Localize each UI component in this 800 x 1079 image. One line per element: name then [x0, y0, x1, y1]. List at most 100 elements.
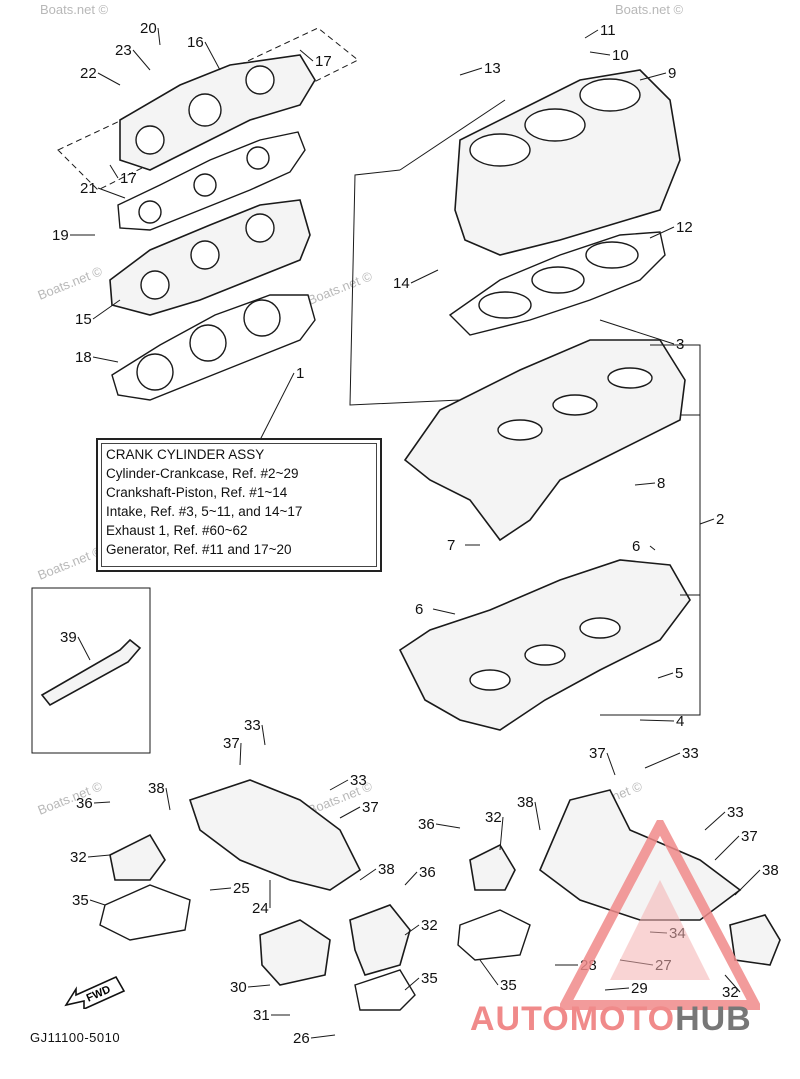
info-box-inner-border [101, 443, 377, 567]
callout-number: 36 [419, 864, 436, 881]
callout-number: 6 [415, 601, 423, 618]
watermark: Boats.net © [306, 268, 375, 308]
callout-number: 38 [517, 794, 534, 811]
callout-number: 33 [682, 745, 699, 762]
callout-leader-line [657, 672, 674, 679]
callout-leader-line [92, 356, 119, 363]
callout-number: 22 [80, 65, 97, 82]
cylinder-group-bracket [349, 169, 461, 406]
drive-shaft [40, 638, 142, 707]
callout-leader-line [534, 801, 541, 831]
callout-leader-line [584, 29, 599, 39]
callout-number: 33 [727, 804, 744, 821]
callout-leader-line [649, 545, 656, 551]
callout-leader-line [359, 868, 377, 881]
callout-leader-line [724, 974, 741, 993]
callout-number: 35 [500, 977, 517, 994]
watermark: Boats.net © [36, 778, 105, 818]
callout-leader-line [404, 924, 420, 936]
callout-leader-line [404, 977, 420, 991]
callout-leader-line [87, 854, 111, 858]
callout-leader-line [259, 372, 295, 441]
callout-number: 37 [223, 735, 240, 752]
callout-number: 10 [612, 47, 629, 64]
automotohub-logo: AUTOMOTOHUB [470, 1000, 752, 1039]
cylinder-block [454, 69, 681, 256]
callout-leader-line [97, 187, 126, 199]
callout-number: 13 [484, 60, 501, 77]
callout-number: 33 [244, 717, 261, 734]
callout-number: 14 [393, 275, 410, 292]
engine-mount-right [457, 843, 781, 966]
callout-number: 37 [362, 799, 379, 816]
callout-number: 35 [421, 970, 438, 987]
callout-leader-line [209, 887, 232, 891]
callout-leader-line [704, 811, 726, 831]
callout-leader-line [109, 164, 119, 179]
callout-number: 33 [350, 772, 367, 789]
callout-number: 35 [72, 892, 89, 909]
callout-number: 24 [252, 900, 269, 917]
info-box-line: Intake, Ref. #3, 5~11, and 14~17 [106, 504, 303, 519]
crankcase-lower [398, 559, 691, 731]
logo-text-part2: HUB [675, 1000, 752, 1038]
callout-leader-line [165, 787, 171, 811]
callout-number: 30 [230, 979, 247, 996]
callout-leader-line [459, 67, 483, 76]
callout-number: 39 [60, 629, 77, 646]
info-box-line: Exhaust 1, Ref. #60~62 [106, 523, 248, 538]
callout-leader-line [329, 779, 349, 791]
callout-leader-line [97, 72, 121, 86]
callout-number: 7 [447, 537, 455, 554]
callout-leader-line [606, 752, 616, 776]
callout-leader-line [247, 984, 271, 988]
callout-number: 37 [741, 828, 758, 845]
callout-number: 6 [632, 538, 640, 555]
callout-number: 36 [418, 816, 435, 833]
watermark: Boats.net © [36, 263, 105, 303]
callout-number: 25 [233, 880, 250, 897]
callout-leader-line [644, 752, 681, 769]
callout-leader-line [734, 869, 761, 896]
callout-leader-line [93, 801, 111, 804]
callout-number: 16 [187, 34, 204, 51]
fwd-arrow-icon: FWD [64, 975, 126, 1009]
info-box-line: Crankshaft-Piston, Ref. #1~14 [106, 485, 288, 500]
callout-leader-line [204, 41, 221, 71]
callout-leader-line [261, 724, 266, 746]
callout-leader-line [239, 742, 242, 766]
callout-number: 20 [140, 20, 157, 37]
callout-leader-line [432, 608, 456, 615]
crankcase-upper [403, 339, 686, 542]
callout-number: 3 [676, 336, 684, 353]
callout-leader-line [410, 269, 439, 284]
assembly-info-box: CRANK CYLINDER ASSY Cylinder-Crankcase, … [96, 438, 382, 572]
watermark: Boats.net © [615, 2, 684, 17]
callout-number: 36 [76, 795, 93, 812]
watermark: Boats.net © [40, 2, 109, 17]
callout-leader-line [639, 72, 667, 81]
generator-gasket [117, 131, 306, 231]
callout-number: 21 [80, 180, 97, 197]
callout-number: 12 [676, 219, 693, 236]
callout-number: 1 [296, 365, 304, 382]
cylinder-head [109, 199, 311, 316]
callout-number: 17 [315, 53, 332, 70]
callout-leader-line [339, 806, 361, 819]
callout-leader-line [310, 1034, 336, 1039]
head-gasket [111, 294, 316, 401]
callout-number: 32 [421, 917, 438, 934]
callout-leader-line [435, 823, 461, 829]
logo-triangle-icon [560, 820, 760, 1010]
callout-number: 15 [75, 311, 92, 328]
callout-leader-line [404, 871, 418, 886]
callout-leader-line [634, 482, 656, 486]
callout-number: 17 [120, 170, 137, 187]
callout-leader-line [699, 518, 715, 525]
callout-number: 26 [293, 1030, 310, 1047]
callout-leader-line [589, 51, 611, 56]
callout-number: 32 [722, 984, 739, 1001]
callout-leader-line [157, 27, 161, 46]
crankcase-bracket [600, 344, 701, 716]
